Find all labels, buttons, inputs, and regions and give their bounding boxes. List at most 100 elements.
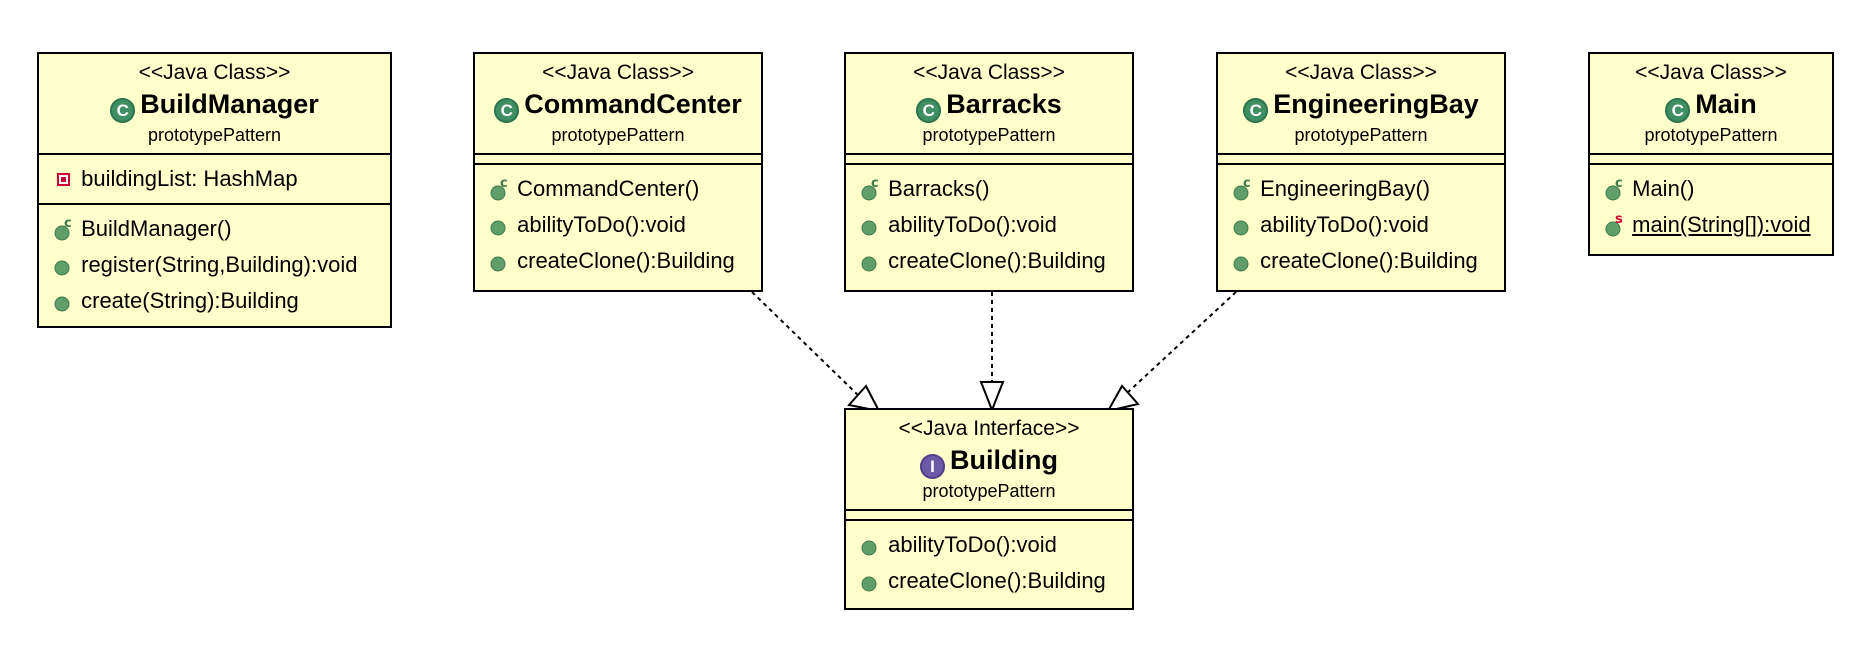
stereotype-label: <<Java Interface>> <box>898 417 1080 440</box>
method-row[interactable]: createClone():Building <box>489 243 761 279</box>
package-label: prototypePattern <box>147 125 282 145</box>
realization-arrowhead-barracks <box>979 381 1005 413</box>
svg-text:c: c <box>871 177 879 191</box>
method-row[interactable]: createClone():Building <box>860 563 1132 599</box>
public-method-icon <box>861 576 877 592</box>
class-icon: C <box>1243 98 1269 123</box>
constructor-icon: c <box>1233 177 1251 201</box>
method-label: main(String[]):void <box>1632 212 1811 237</box>
method-label: abilityToDo():void <box>517 212 686 237</box>
method-row[interactable]: createClone():Building <box>860 243 1132 279</box>
svg-text:c: c <box>64 217 72 231</box>
method-label: abilityToDo():void <box>888 532 1057 557</box>
private-field-icon <box>57 173 70 187</box>
method-row[interactable]: abilityToDo():void <box>860 527 1132 563</box>
method-label: create(String):Building <box>81 288 299 313</box>
methods-compartment: c CommandCenter() abilityToDo():void cre… <box>475 163 761 285</box>
method-row[interactable]: abilityToDo():void <box>489 207 761 243</box>
constructor-icon: c <box>1605 177 1623 201</box>
method-row[interactable]: c EngineeringBay() <box>1232 171 1504 207</box>
package-label: prototypePattern <box>922 481 1056 501</box>
constructor-icon: c <box>54 217 72 241</box>
constructor-icon: c <box>861 177 879 201</box>
method-row[interactable]: abilityToDo():void <box>860 207 1132 243</box>
fields-compartment <box>1218 153 1504 163</box>
method-row[interactable]: c BuildManager() <box>53 211 390 247</box>
stereotype-label: <<Java Class>> <box>138 61 291 84</box>
method-label: Main() <box>1632 176 1695 201</box>
package-label: prototypePattern <box>1644 125 1778 145</box>
public-method-icon <box>1233 256 1249 272</box>
realization-line-engineeringbay <box>1125 291 1237 395</box>
method-label: register(String,Building):void <box>81 252 358 277</box>
method-label: createClone():Building <box>1260 248 1478 273</box>
method-label: Barracks() <box>888 176 990 201</box>
method-row[interactable]: c Barracks() <box>860 171 1132 207</box>
fields-compartment <box>1590 153 1832 163</box>
interface-icon: I <box>920 454 945 479</box>
method-row[interactable]: createClone():Building <box>1232 243 1504 279</box>
public-method-icon <box>861 256 877 272</box>
method-row[interactable]: register(String,Building):void <box>53 247 390 283</box>
method-label: abilityToDo():void <box>1260 212 1429 237</box>
method-label: createClone():Building <box>888 248 1106 273</box>
svg-text:c: c <box>1243 177 1251 191</box>
methods-compartment: c Barracks() abilityToDo():void createCl… <box>846 163 1132 285</box>
class-name: BuildManager <box>140 89 319 119</box>
method-row[interactable]: s main(String[]):void <box>1604 207 1832 243</box>
methods-compartment: c EngineeringBay() abilityToDo():void cr… <box>1218 163 1504 285</box>
field-label: buildingList: HashMap <box>81 166 298 191</box>
method-label: createClone():Building <box>888 568 1106 593</box>
method-row[interactable]: c CommandCenter() <box>489 171 761 207</box>
realization-line-commandcenter <box>751 291 862 399</box>
fields-compartment <box>846 509 1132 519</box>
method-row[interactable]: create(String):Building <box>53 283 390 319</box>
public-method-icon <box>54 296 70 312</box>
methods-compartment: c BuildManager() register(String,Buildin… <box>39 203 390 325</box>
class-name: CommandCenter <box>524 89 742 119</box>
public-method-icon <box>861 220 877 236</box>
class-name: Barracks <box>946 89 1062 119</box>
methods-compartment: c Main() s main(String[]):void <box>1590 163 1832 249</box>
field-row[interactable]: buildingList: HashMap <box>53 161 390 197</box>
stereotype-label: <<Java Class>> <box>542 61 694 84</box>
fields-compartment <box>475 153 761 163</box>
stereotype-label: <<Java Class>> <box>1285 61 1437 84</box>
constructor-icon: c <box>490 177 508 201</box>
svg-text:c: c <box>1615 177 1623 191</box>
class-name: EngineeringBay <box>1273 89 1479 119</box>
class-icon: C <box>1665 98 1691 123</box>
static-method-icon: s <box>1605 213 1623 237</box>
class-icon: C <box>110 98 136 123</box>
method-label: BuildManager() <box>81 216 232 241</box>
method-row[interactable]: abilityToDo():void <box>1232 207 1504 243</box>
public-method-icon <box>1233 220 1249 236</box>
public-method-icon <box>490 220 506 236</box>
package-label: prototypePattern <box>551 125 685 145</box>
method-label: EngineeringBay() <box>1260 176 1431 201</box>
stereotype-label: <<Java Class>> <box>913 61 1065 84</box>
class-name: Main <box>1695 89 1757 119</box>
public-method-icon <box>861 540 877 556</box>
method-label: CommandCenter() <box>517 176 700 201</box>
public-method-icon <box>490 256 506 272</box>
svg-text:s: s <box>1615 213 1623 227</box>
class-icon: C <box>916 98 942 123</box>
package-label: prototypePattern <box>1294 125 1428 145</box>
interface-name: Building <box>950 445 1058 475</box>
class-icon: C <box>494 98 520 123</box>
method-row[interactable]: c Main() <box>1604 171 1832 207</box>
